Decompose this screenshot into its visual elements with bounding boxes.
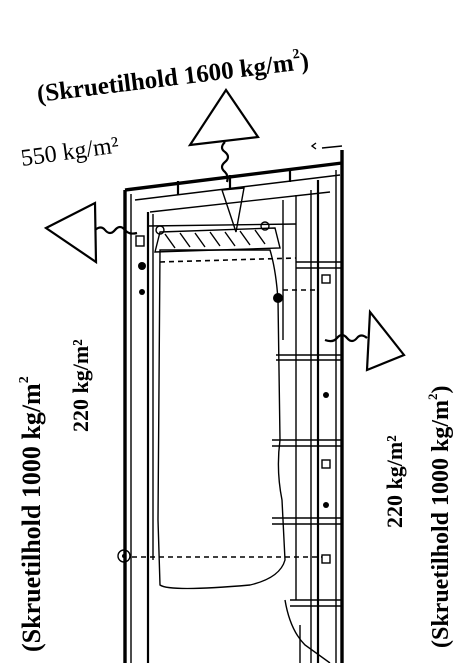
roof-screw-label: (Skruetilhold 1600 kg/m2): [35, 46, 310, 108]
right-load-arrow: [324, 309, 406, 372]
roof-load-label: 550 kg/m²: [19, 132, 120, 171]
left-load-arrow: [43, 201, 138, 265]
right-load-label: 220 kg/m²: [382, 435, 407, 528]
frame-structure: [117, 142, 344, 664]
right-screw-label: (Skruetilhold 1000 kg/m2): [425, 385, 454, 648]
roof-load-arrow: [187, 88, 260, 183]
left-load-label: 220 kg/m²: [68, 339, 93, 432]
left-screw-label: (Skruetilhold 1000 kg/m2: [17, 376, 46, 652]
